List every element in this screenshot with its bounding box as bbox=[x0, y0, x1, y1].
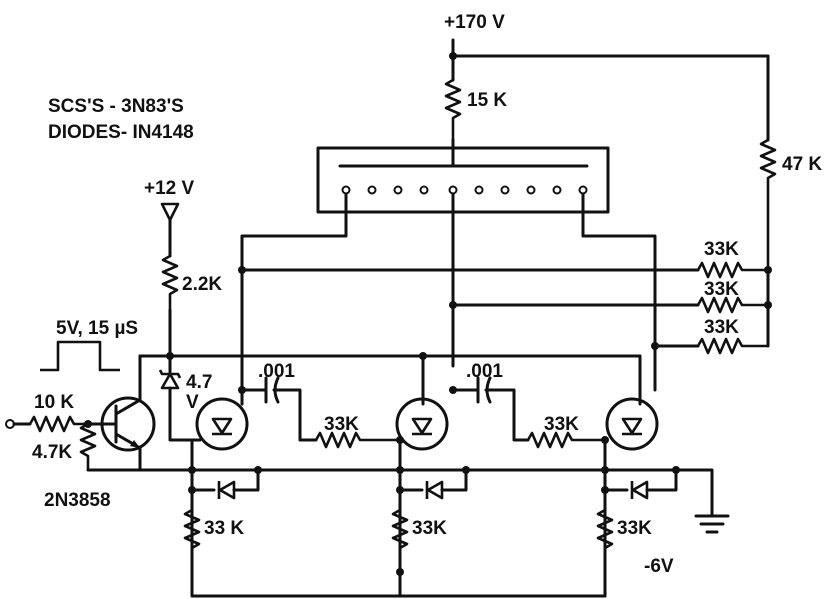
resistor-33k-coupling-1 bbox=[314, 431, 400, 449]
label-zener-voltage: 4.7 bbox=[186, 372, 212, 393]
display-tube bbox=[316, 138, 610, 214]
label-resistor-33k-low-1: 33 K bbox=[204, 518, 244, 539]
label-transistor: 2N3858 bbox=[44, 490, 111, 511]
label-bank-33k-top: 33K bbox=[704, 239, 739, 260]
label-resistor-33k-coupling-1: 33K bbox=[324, 414, 359, 435]
anode-wires bbox=[240, 192, 657, 392]
label-resistor-33k-low-2: 33K bbox=[412, 518, 447, 539]
label-resistor-33k-low-3: 33K bbox=[617, 518, 652, 539]
label-resistor-4k7: 4.7K bbox=[32, 442, 72, 463]
diode-1 bbox=[217, 479, 236, 501]
supply-12v bbox=[160, 202, 180, 258]
label-zener-unit: V bbox=[186, 392, 199, 413]
label-supply-12v: +12 V bbox=[144, 178, 195, 199]
label-input-pulse: 5V, 15 µS bbox=[56, 318, 138, 339]
label-resistor-33k-coupling-2: 33K bbox=[544, 414, 579, 435]
label-resistor-15k: 15 K bbox=[467, 90, 507, 111]
label-resistor-47k: 47 K bbox=[782, 154, 822, 175]
diode-3 bbox=[630, 479, 649, 501]
zener-diode bbox=[158, 354, 202, 442]
resistor-2k2 bbox=[161, 254, 179, 310]
supply-170v-rail bbox=[449, 38, 770, 142]
resistor-33k-low-1 bbox=[183, 508, 201, 564]
scs-3 bbox=[605, 397, 659, 451]
diode-2 bbox=[425, 479, 444, 501]
label-capacitor-2: .001 bbox=[466, 361, 503, 382]
ground-symbol bbox=[694, 514, 730, 534]
label-bank-33k-bottom: 33K bbox=[704, 317, 739, 338]
label-capacitor-1: .001 bbox=[258, 361, 295, 382]
scs-1 bbox=[195, 397, 249, 451]
input-network bbox=[5, 415, 617, 472]
resistor-47k bbox=[759, 138, 777, 268]
label-bank-33k-middle: 33K bbox=[704, 279, 739, 300]
scs-2 bbox=[395, 397, 449, 451]
resistor-15k bbox=[444, 78, 462, 140]
input-pulse-waveform bbox=[40, 340, 120, 372]
resistor-33k-low-2 bbox=[391, 508, 409, 564]
note-scs-part: SCS'S - 3N83'S bbox=[48, 96, 184, 117]
resistor-33k-coupling-2 bbox=[526, 431, 605, 449]
note-diodes-part: DIODES- IN4148 bbox=[48, 122, 194, 143]
resistor-33k-low-3 bbox=[596, 508, 614, 564]
label-resistor-10k: 10 K bbox=[34, 392, 74, 413]
label-resistor-2k2: 2.2K bbox=[182, 274, 222, 295]
bank-33k-middle bbox=[449, 296, 768, 314]
bank-33k-bottom bbox=[651, 337, 768, 355]
transistor-2n3858 bbox=[100, 354, 156, 472]
bank-33k-top bbox=[238, 261, 768, 279]
label-supply-neg6v: -6V bbox=[644, 556, 674, 577]
label-supply-170v: +170 V bbox=[444, 12, 505, 33]
